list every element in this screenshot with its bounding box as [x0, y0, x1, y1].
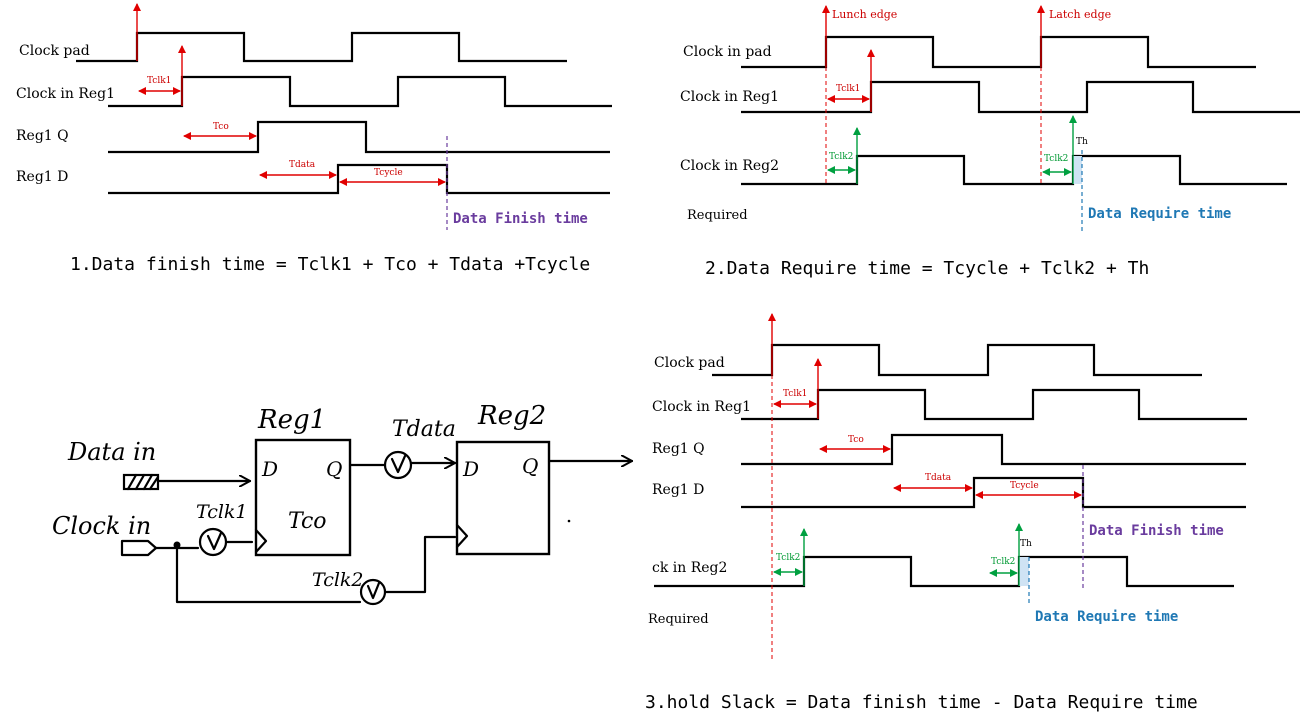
tclk2-delay-glyph — [366, 581, 381, 600]
panel-1-data-finish: Clock pad Clock in Reg1 Reg1 Q Reg1 D Tc… — [16, 3, 612, 275]
panel-3-hold-slack: Clock pad Clock in Reg1 Reg1 Q Reg1 D ck… — [645, 313, 1247, 713]
clock-in-label: Clock in — [52, 512, 151, 540]
waveform-clock-in-reg2 — [741, 154, 1287, 186]
hold-window-shade — [1073, 156, 1082, 184]
signal-label-clock-in-reg2: ck in Reg2 — [652, 560, 727, 576]
reg2-d-pin: D — [462, 457, 479, 481]
signal-label-required: Required — [648, 612, 709, 627]
data-in-port-hatch — [126, 473, 160, 491]
waveform-reg1-q — [108, 120, 610, 154]
tclk1-label: Tclk1 — [147, 76, 171, 86]
tco-label: Tco — [213, 122, 229, 132]
tdata-label: Tdata — [925, 473, 952, 483]
tclk2-label: Tclk2 — [312, 569, 364, 591]
signal-label-reg1-q: Reg1 Q — [652, 441, 705, 457]
reg2-clock-pin — [455, 523, 469, 549]
tclk2-label: Tclk2 — [776, 553, 800, 563]
stray-dot — [567, 519, 571, 523]
waveform-clock-pad — [712, 343, 1202, 377]
th-label: Th — [1020, 539, 1032, 549]
th-label: Th — [1076, 137, 1088, 147]
waveform-clock-pad — [76, 31, 567, 63]
tdata-delay-symbol — [383, 450, 413, 480]
reg2-box — [455, 440, 551, 556]
formula-1: 1.Data finish time = Tclk1 + Tco + Tdata… — [70, 254, 590, 275]
data-finish-time-label: Data Finish time — [1089, 523, 1224, 539]
data-in-label: Data in — [67, 438, 156, 466]
signal-label-clock-pad: Clock pad — [19, 43, 90, 59]
reg1-title: Reg1 — [257, 405, 326, 435]
tdata-delay-glyph — [390, 454, 407, 474]
signal-label-clock-in-reg2: Clock in Reg2 — [680, 158, 779, 174]
tclk2-latch-label: Tclk2 — [1044, 154, 1068, 164]
data-finish-time-label: Data Finish time — [453, 211, 588, 227]
tdata-label: Tdata — [392, 417, 456, 442]
signal-label-required: Required — [687, 208, 748, 223]
formula-2: 2.Data Require time = Tcycle + Tclk2 + T… — [705, 258, 1149, 279]
waveform-clock-in-reg1 — [741, 388, 1247, 421]
waveform-reg1-d — [108, 163, 610, 195]
reg1-q-pin: Q — [326, 457, 342, 481]
tdata-label: Tdata — [289, 160, 316, 170]
data-require-time-label: Data Require time — [1035, 609, 1178, 625]
tclk2-to-reg2-wire — [383, 535, 457, 594]
latch-edge-label: Latch edge — [1049, 8, 1111, 21]
waveform-reg1-d — [741, 476, 1246, 509]
tclk2-latch-label: Tclk2 — [991, 557, 1015, 567]
data-require-time-label: Data Require time — [1088, 206, 1231, 222]
tco-label: Tco — [848, 435, 864, 445]
signal-label-clock-in-reg1: Clock in Reg1 — [652, 399, 751, 415]
tclk2-label: Tclk2 — [829, 152, 853, 162]
signal-label-clock-in-reg1: Clock in Reg1 — [16, 86, 115, 102]
signal-label-clock-pad: Clock pad — [654, 355, 725, 371]
tclk1-delay-symbol — [198, 527, 228, 557]
signal-label-reg1-q: Reg1 Q — [16, 128, 69, 144]
formula-3: 3.hold Slack = Data finish time - Data R… — [645, 692, 1198, 713]
waveform-clock-in-pad — [741, 35, 1256, 69]
waveform-clock-in-reg2 — [654, 555, 1234, 588]
waveform-reg1-q — [741, 433, 1246, 466]
tclk1-label: Tclk1 — [836, 84, 860, 94]
tclk2-delay-symbol — [359, 578, 387, 606]
reg2-q-pin: Q — [522, 454, 538, 478]
reg1-d-pin: D — [261, 457, 278, 481]
clock-in-port — [120, 539, 158, 557]
waveform-clock-in-reg1 — [741, 80, 1300, 114]
tcycle-label: Tcycle — [374, 168, 403, 178]
signal-label-reg1-d: Reg1 D — [16, 169, 68, 185]
reg1-clock-pin — [254, 528, 268, 554]
panel-2-data-require: Clock in pad Clock in Reg1 Clock in Reg2… — [680, 5, 1300, 279]
signal-label-clock-in-reg1: Clock in Reg1 — [680, 89, 779, 105]
reg2-title: Reg2 — [477, 401, 546, 431]
reg1-tco-label: Tco — [288, 509, 327, 534]
reg1-box — [254, 438, 352, 557]
tclk1-label: Tclk1 — [196, 501, 248, 523]
hold-window-shade — [1019, 557, 1029, 586]
schematic-drawing: Data in Clock in Tclk1 Reg1 D Q Tco Tdat… — [52, 401, 634, 606]
waveform-clock-in-reg1 — [108, 75, 612, 108]
tclk1-label: Tclk1 — [783, 389, 807, 399]
launch-edge-label: Lunch edge — [832, 8, 897, 21]
clock-branch-wire — [175, 543, 362, 604]
signal-label-clock-in-pad: Clock in pad — [683, 44, 772, 60]
tclk1-delay-glyph — [206, 531, 223, 551]
signal-label-reg1-d: Reg1 D — [652, 482, 704, 498]
tcycle-label: Tcycle — [1010, 481, 1039, 491]
